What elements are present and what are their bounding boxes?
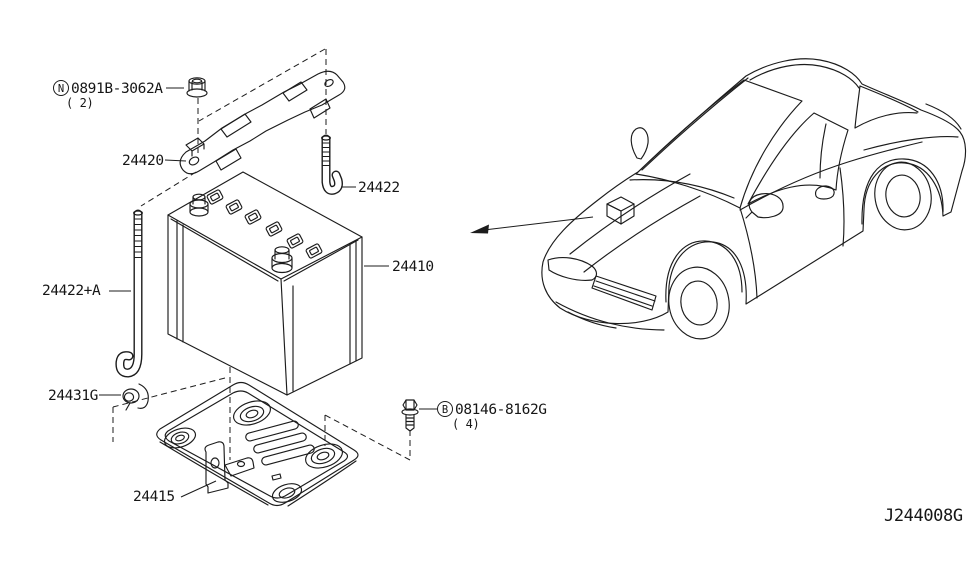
flange-nut-icon bbox=[186, 77, 208, 98]
battery-vent-caps bbox=[206, 189, 323, 259]
circled-letter-B-text: B bbox=[442, 404, 448, 416]
part-number-24422[interactable]: 24422 bbox=[358, 180, 400, 196]
label-nut[interactable]: N 0891B-3062A ( 2) bbox=[53, 80, 164, 111]
part-number-0891B-3062A[interactable]: 0891B-3062A bbox=[71, 81, 164, 97]
label-screw[interactable]: B 08146-8162G ( 4) bbox=[437, 401, 547, 432]
part-qty-screw: ( 4) bbox=[452, 417, 479, 431]
circled-letter-N-text: N bbox=[58, 83, 64, 95]
tray-front-bracket bbox=[204, 441, 255, 494]
battery-drawing bbox=[167, 171, 363, 396]
assembly-alignment-lines bbox=[112, 48, 411, 461]
battery-jbolt-right bbox=[321, 134, 343, 195]
rear-wheel bbox=[874, 161, 932, 231]
part-number-24431G[interactable]: 24431G bbox=[48, 388, 98, 404]
location-arrow bbox=[470, 216, 594, 234]
car-drawing bbox=[470, 58, 967, 340]
leader-lines bbox=[99, 87, 437, 498]
part-number-24422A[interactable]: 24422+A bbox=[42, 283, 101, 299]
diagram-code: J244008G bbox=[884, 506, 963, 526]
battery-tray-drawing bbox=[156, 381, 359, 507]
antenna bbox=[630, 127, 649, 160]
part-number-24420[interactable]: 24420 bbox=[122, 153, 164, 169]
circled-letter-B bbox=[437, 401, 453, 417]
grille bbox=[591, 275, 657, 311]
front-wheel bbox=[668, 266, 730, 340]
headlight bbox=[547, 257, 598, 281]
part-number-08146-8162G[interactable]: 08146-8162G bbox=[455, 402, 547, 418]
windshield bbox=[635, 79, 803, 209]
tray-bosses bbox=[163, 400, 343, 503]
part-qty-nut: ( 2) bbox=[66, 96, 93, 110]
rear-window bbox=[854, 85, 919, 129]
side-glass bbox=[747, 112, 849, 205]
battery-terminal-posts bbox=[189, 193, 293, 274]
door-handle bbox=[814, 185, 835, 200]
part-labels: N 0891B-3062A ( 2) 24420 24422 24422+A 2… bbox=[42, 80, 963, 526]
clip-icon bbox=[122, 383, 149, 411]
hex-bolt-icon bbox=[401, 399, 419, 432]
hold-down-bracket bbox=[179, 70, 346, 175]
side-mirror bbox=[745, 193, 784, 219]
battery-location-marker bbox=[606, 196, 635, 225]
part-number-24410[interactable]: 24410 bbox=[392, 259, 434, 275]
part-number-24415[interactable]: 24415 bbox=[133, 489, 175, 505]
circled-letter-N bbox=[53, 80, 69, 96]
tray-slots bbox=[245, 420, 315, 466]
battery-rod-left bbox=[115, 209, 143, 378]
